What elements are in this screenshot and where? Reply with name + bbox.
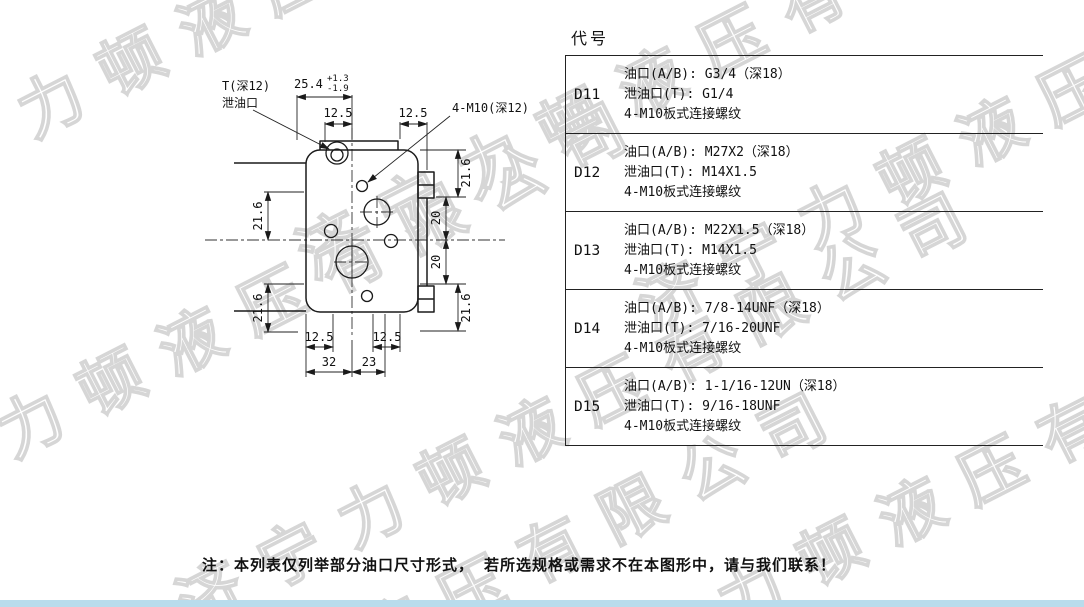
port-spec-table: 代号 D11 油口(A/B): G3/4（深18） 泄油口(T): G1/4 4… [565, 18, 1043, 446]
t-port-leader [252, 109, 330, 150]
code-cell: D13 [574, 242, 601, 259]
leader-lines [252, 109, 451, 183]
spec-cell: 油口(A/B): 1-1/16-12UN（深18） 泄油口(T): 9/16-1… [624, 368, 1043, 445]
table-header: 代号 [571, 28, 610, 48]
bolt-leader [367, 115, 451, 183]
dim-25-4-tol-minus: -1.9 [327, 84, 349, 94]
top-boss [319, 140, 399, 150]
dim-bottom-32: 32 [322, 355, 336, 369]
spec-cell: 油口(A/B): M22X1.5（深18） 泄油口(T): M14X1.5 4-… [624, 212, 1043, 289]
t-port-circle [325, 141, 349, 165]
code-cell: D15 [574, 398, 601, 415]
dim-right-bottom: 21.6 [459, 294, 473, 323]
table-row-d15: D15 油口(A/B): 1-1/16-12UN（深18） 泄油口(T): 9/… [566, 368, 1043, 446]
code-cell: D12 [574, 164, 601, 181]
t-port-label-line2: 泄油口 [222, 96, 258, 110]
bolt-hole-top [355, 179, 369, 193]
shaft-lines [234, 162, 306, 312]
code-cell: D11 [574, 86, 601, 103]
spec-line: 4-M10板式连接螺纹 [624, 418, 742, 434]
table-row-d11: D11 油口(A/B): G3/4（深18） 泄油口(T): G1/4 4-M1… [566, 56, 1043, 134]
dim-left-top: 21.6 [251, 202, 265, 231]
code-cell: D14 [574, 320, 601, 337]
spec-line: 泄油口(T): 7/16-20UNF [624, 320, 781, 336]
extension-lines [264, 95, 466, 377]
bolt-pattern-label: 4-M10(深12) [452, 101, 529, 115]
footer-note: 注：本列表仅列举部分油口尺寸形式， 若所选规格或需求不在本图形中，请与我们联系！ [202, 556, 837, 574]
dim-bottom-left: 12.5 [305, 330, 334, 344]
centerlines [205, 128, 505, 338]
spec-line: 4-M10板式连接螺纹 [624, 106, 742, 122]
dim-right-upper-mid: 20 [429, 211, 443, 225]
table-row-d14: D14 油口(A/B): 7/8-14UNF（深18） 泄油口(T): 7/16… [566, 290, 1043, 368]
dim-right-top: 21.6 [459, 159, 473, 188]
valve-body-outline [234, 140, 435, 313]
dim-25-4: 25.4 [294, 77, 323, 91]
spec-line: 4-M10板式连接螺纹 [624, 340, 742, 356]
spec-cell: 油口(A/B): M27X2（深18） 泄油口(T): M14X1.5 4-M1… [624, 134, 1043, 211]
spec-line: 4-M10板式连接螺纹 [624, 262, 742, 278]
dim-bottom-23: 23 [362, 355, 376, 369]
dim-top-right: 12.5 [399, 106, 428, 120]
spec-line: 油口(A/B): M22X1.5（深18） [624, 222, 815, 238]
port-b-circle [335, 245, 369, 279]
spec-line: 泄油口(T): G1/4 [624, 86, 734, 102]
spec-line: 油口(A/B): 7/8-14UNF（深18） [624, 300, 830, 316]
dimension-lines [264, 93, 462, 376]
dim-left-bottom: 21.6 [251, 294, 265, 323]
t-port-inner-circle [330, 148, 344, 162]
spec-line: 泄油口(T): M14X1.5 [624, 242, 757, 258]
dim-bottom-right: 12.5 [373, 330, 402, 344]
small-hole-right [383, 233, 399, 249]
horizontal-scrollbar[interactable] [0, 600, 1084, 607]
dim-top-left: 12.5 [324, 106, 353, 120]
technical-drawing: T(深12) 泄油口 4-M10(深12) 25.4 +1.3 -1.9 12.… [205, 74, 529, 377]
port-a-circle [363, 198, 391, 226]
spec-cell: 油口(A/B): 7/8-14UNF（深18） 泄油口(T): 7/16-20U… [624, 290, 1043, 367]
spec-line: 泄油口(T): 9/16-18UNF [624, 398, 781, 414]
table-row-d13: D13 油口(A/B): M22X1.5（深18） 泄油口(T): M14X1.… [566, 212, 1043, 290]
spec-line: 油口(A/B): G3/4（深18） [624, 66, 791, 82]
body-plate [305, 149, 419, 313]
table-rows: D11 油口(A/B): G3/4（深18） 泄油口(T): G1/4 4-M1… [565, 55, 1043, 446]
spec-cell: 油口(A/B): G3/4（深18） 泄油口(T): G1/4 4-M10板式连… [624, 56, 1043, 133]
bolt-hole-bottom [360, 289, 374, 303]
spec-line: 4-M10板式连接螺纹 [624, 184, 742, 200]
spec-line: 油口(A/B): M27X2（深18） [624, 144, 799, 160]
table-row-d12: D12 油口(A/B): M27X2（深18） 泄油口(T): M14X1.5 … [566, 134, 1043, 212]
dim-right-lower-mid: 20 [429, 255, 443, 269]
spec-line: 油口(A/B): 1-1/16-12UN（深18） [624, 378, 846, 394]
t-port-label-line1: T(深12) [222, 79, 270, 93]
dim-25-4-tol-plus: +1.3 [327, 74, 349, 84]
spec-line: 泄油口(T): M14X1.5 [624, 164, 757, 180]
small-hole-left [323, 223, 339, 239]
ports-and-holes [323, 141, 399, 303]
